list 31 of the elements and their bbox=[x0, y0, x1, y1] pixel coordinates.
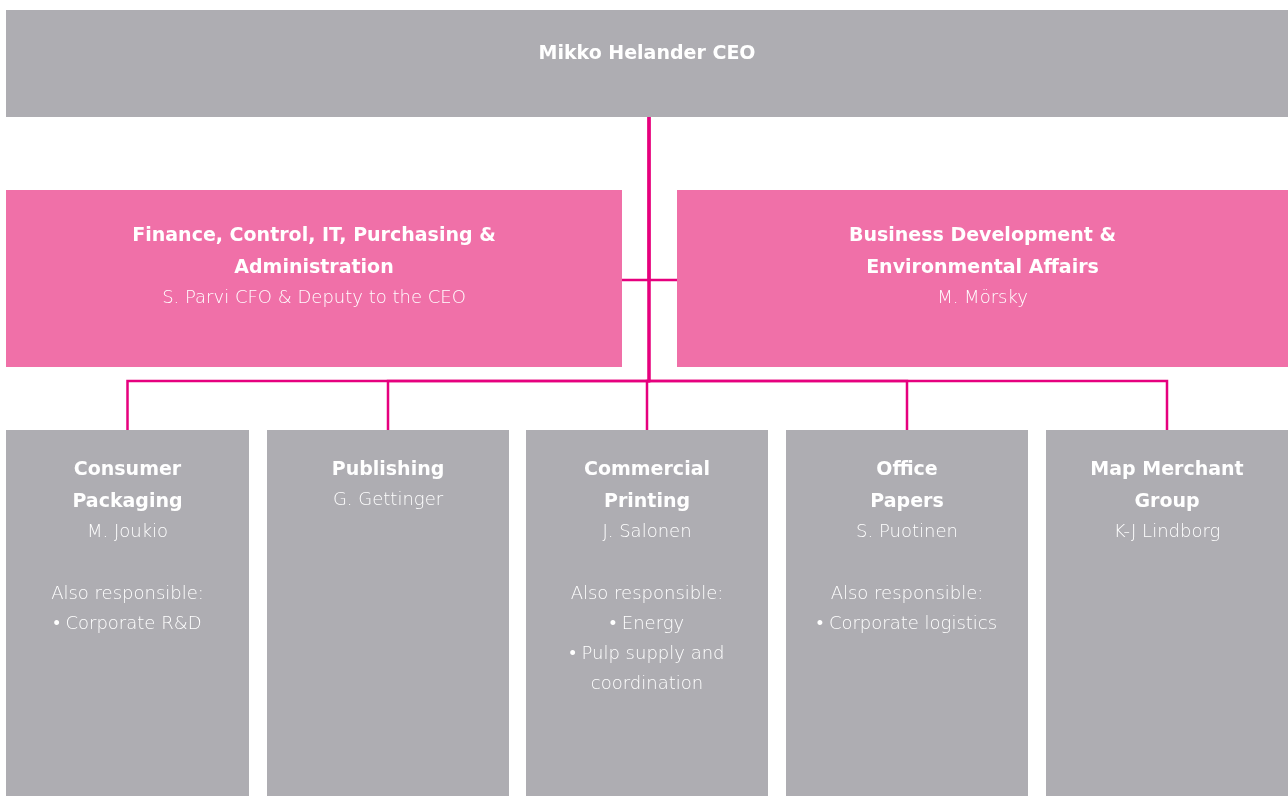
responsibility-text: Also responsible: bbox=[569, 581, 725, 605]
responsibility-text: • Corporate logistics bbox=[815, 611, 999, 635]
connector-line bbox=[647, 117, 1169, 430]
responsibility-text: • Corporate R&D bbox=[52, 611, 203, 635]
responsibility-text: Also responsible: bbox=[50, 581, 205, 605]
manager-name: S. Puotinen bbox=[855, 519, 959, 543]
division-box bbox=[267, 430, 509, 796]
ceo-name-title: Mikko Helander CEO bbox=[537, 40, 757, 65]
manager-name: J. Salonen bbox=[601, 519, 693, 543]
unit-title: Finance, Control, IT, Purchasing & Administration bbox=[131, 222, 497, 279]
division-box bbox=[6, 430, 249, 796]
unit-title: Commercial Printing bbox=[583, 456, 711, 513]
ceo-box bbox=[6, 10, 1288, 117]
manager-name: M. Mörsky bbox=[936, 285, 1029, 309]
division-box bbox=[526, 430, 768, 796]
responsibility-text: • Pulp supply and coordination bbox=[568, 641, 726, 695]
unit-title: Consumer Packaging bbox=[71, 456, 184, 513]
unit-title: Map Merchant Group bbox=[1089, 456, 1245, 513]
unit-title: Office Papers bbox=[869, 456, 945, 513]
responsibility-text: • Energy bbox=[608, 611, 686, 635]
staff-function-box bbox=[6, 190, 622, 367]
division-box bbox=[1046, 430, 1288, 796]
division-box bbox=[786, 430, 1028, 796]
unit-title: Business Development & Environmental Affairs bbox=[847, 222, 1118, 279]
responsibility-text: Also responsible: bbox=[829, 581, 985, 605]
staff-function-box bbox=[677, 190, 1288, 367]
manager-name: S. Parvi CFO & Deputy to the CEO bbox=[161, 285, 467, 309]
manager-name: G. Gettinger bbox=[331, 487, 445, 511]
unit-title: Publishing bbox=[330, 456, 446, 481]
manager-name: K-J Lindborg bbox=[1112, 519, 1222, 543]
manager-name: M. Joukio bbox=[85, 519, 170, 543]
